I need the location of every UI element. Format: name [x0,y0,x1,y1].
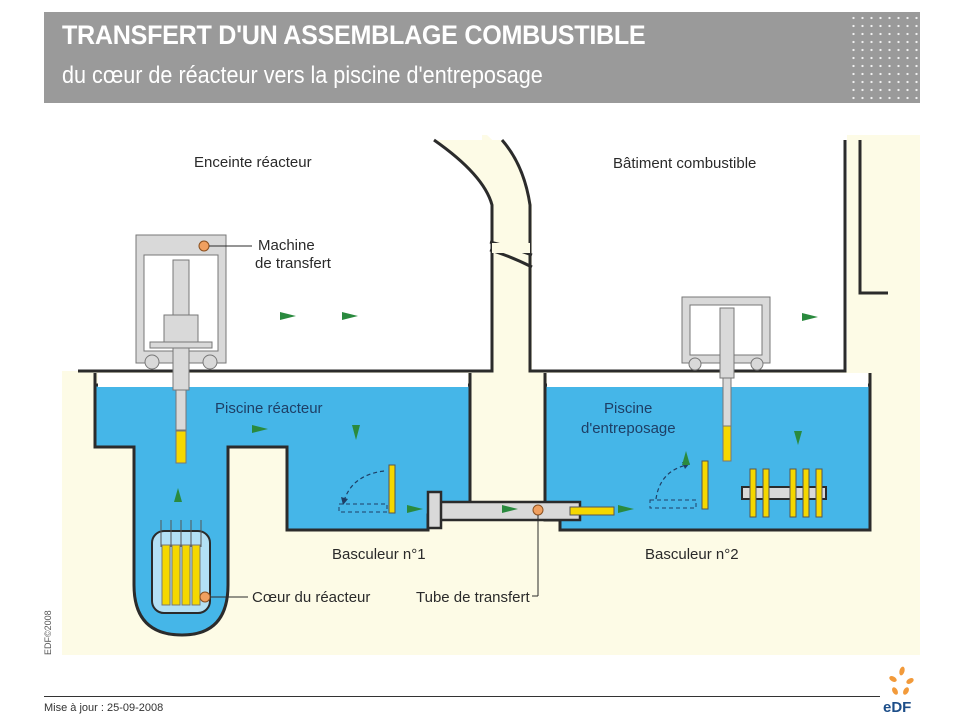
flow-arrow-up [174,488,182,502]
reactor-pool-label: Piscine réacteur [215,400,323,417]
reactor-core-label: Cœur du réacteur [252,589,370,606]
title-banner: TRANSFERT D'UN ASSEMBLAGE COMBUSTIBLE du… [44,12,920,103]
footer-divider [44,696,880,697]
flow-arrow-up [682,451,690,465]
copyright-notice: EDF©2008 [43,610,53,655]
containment-wall [434,140,532,375]
edf-flower-icon [889,666,914,695]
transfer-tube-marker [532,504,544,516]
containment-wall-inner-line [78,138,494,373]
transfer-machine [135,234,227,464]
flow-arrow-right [502,505,518,513]
reactor-pool-rim [93,373,472,385]
transfer-machine-label-line2: de transfert [255,255,332,272]
edf-logo: eDF [880,664,920,716]
tilter-1 [338,464,396,514]
transfer-tube-label: Tube de transfert [416,589,531,606]
edf-logo-text: eDF [883,699,911,716]
outer-wall-right [858,140,888,295]
fuel-transfer-diagram: Enceinte réacteur Bâtiment combustible M… [62,135,920,655]
flow-arrow-right [280,312,296,320]
flow-arrow-right [342,312,358,320]
reactor-core-marker [199,591,211,603]
storage-pool-label-line2: d'entreposage [581,420,676,437]
flow-arrow-down [794,431,802,445]
reactor-core [151,520,211,614]
tilter-2-label: Basculeur n°2 [645,546,739,563]
page-subtitle: du cœur de réacteur vers la piscine d'en… [62,62,543,89]
storage-pool-freeboard [547,373,868,387]
storage-pool-label-line1: Piscine [604,400,652,417]
dot-pattern-decoration [846,12,920,103]
flow-arrow-right [407,505,423,513]
update-date: Mise à jour : 25-09-2008 [44,702,164,714]
transfer-tube-flange [426,490,443,530]
storage-rack [741,468,827,518]
tilter-1-label: Basculeur n°1 [332,546,426,563]
flow-arrow-right [618,505,634,513]
transfer-machine-label-line1: Machine [258,237,315,254]
flow-arrow-right [252,425,268,433]
transfer-machine-marker [198,240,210,252]
reactor-pool-freeboard [98,373,468,387]
fuel-building-label: Bâtiment combustible [613,155,756,172]
wall-joint-gap [492,243,530,253]
containment-wall-outer-line [500,139,847,373]
reactor-building-label: Enceinte réacteur [194,154,312,171]
storage-pool-rim [543,373,872,385]
flow-arrow-right [802,313,818,321]
flow-arrow-down [352,425,360,440]
reactor-air-space [62,135,482,371]
storage-handling-machine [681,296,771,462]
transfer-fuel-assembly [569,506,615,516]
page-title: TRANSFERT D'UN ASSEMBLAGE COMBUSTIBLE [62,20,646,50]
